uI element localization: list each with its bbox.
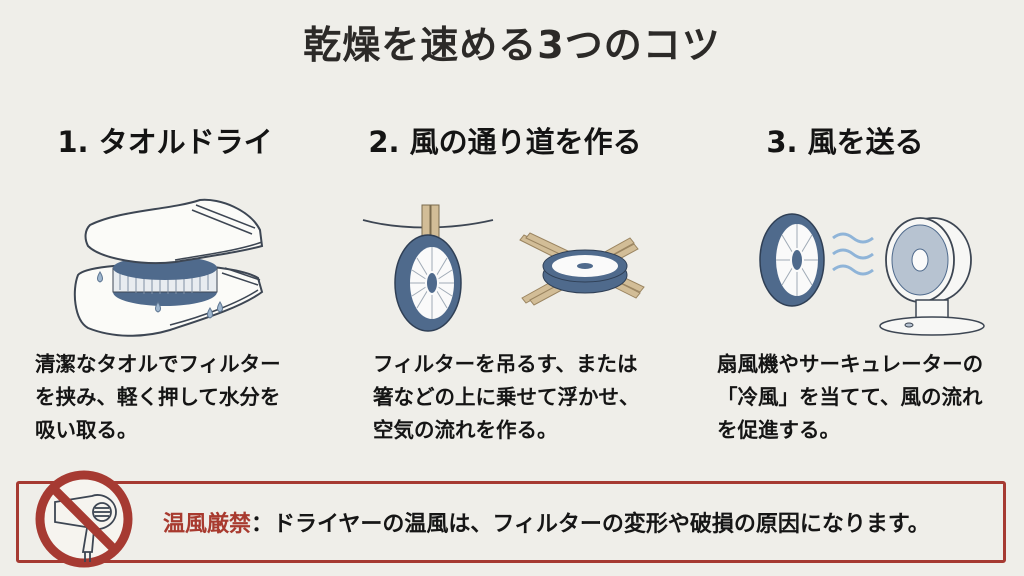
warning-message: ドライヤーの温風は、フィルターの変形や破損の原因になります。 <box>273 512 930 537</box>
fan-blowing-filter-icon <box>759 213 985 336</box>
tip-description: 扇風機やサーキュレーターの 「冷風」を当てて、風の流れ を促進する。 <box>717 352 984 442</box>
warning-separator: ： <box>251 512 274 537</box>
tip-description: 清潔なタオルでフィルター を挟み、軽く押して水分を 吸い取る。 <box>35 352 281 442</box>
tip-send-wind: 3. 風を送る 扇風機やサーキュレーターの 「冷風」を当てて、風の流れ を促進す… <box>680 120 1010 442</box>
tip-heading: 2. 風の通り道を作る <box>368 125 642 159</box>
warning-label: 温風厳禁 <box>163 512 252 537</box>
tip-heading: 3. 風を送る <box>766 125 924 159</box>
tip-towel-dry: 1. タオルドライ 清潔なタオルでフィルター を挟み、軽く押して水分を 吸 <box>0 120 330 442</box>
tip-description: フィルターを吊るす、または 箸などの上に乗せて浮かせ、 空気の流れを作る。 <box>373 352 640 442</box>
page-title: 乾燥を速める3つのコツ <box>303 23 721 67</box>
towel-pressing-filter-icon <box>73 198 264 337</box>
tip-heading: 1. タオルドライ <box>57 125 273 159</box>
hanging-and-raised-filter-icon <box>362 204 645 332</box>
tip-airflow-path: 2. 風の通り道を作る フィルターを吊るす、または 箸などの上に乗せて浮かせ、 … <box>340 120 670 442</box>
warning-text: 温風厳禁：ドライヤーの温風は、フィルターの変形や破損の原因になります。 <box>163 506 930 538</box>
warning-banner <box>16 481 1006 563</box>
no-hair-dryer-icon <box>35 470 133 568</box>
